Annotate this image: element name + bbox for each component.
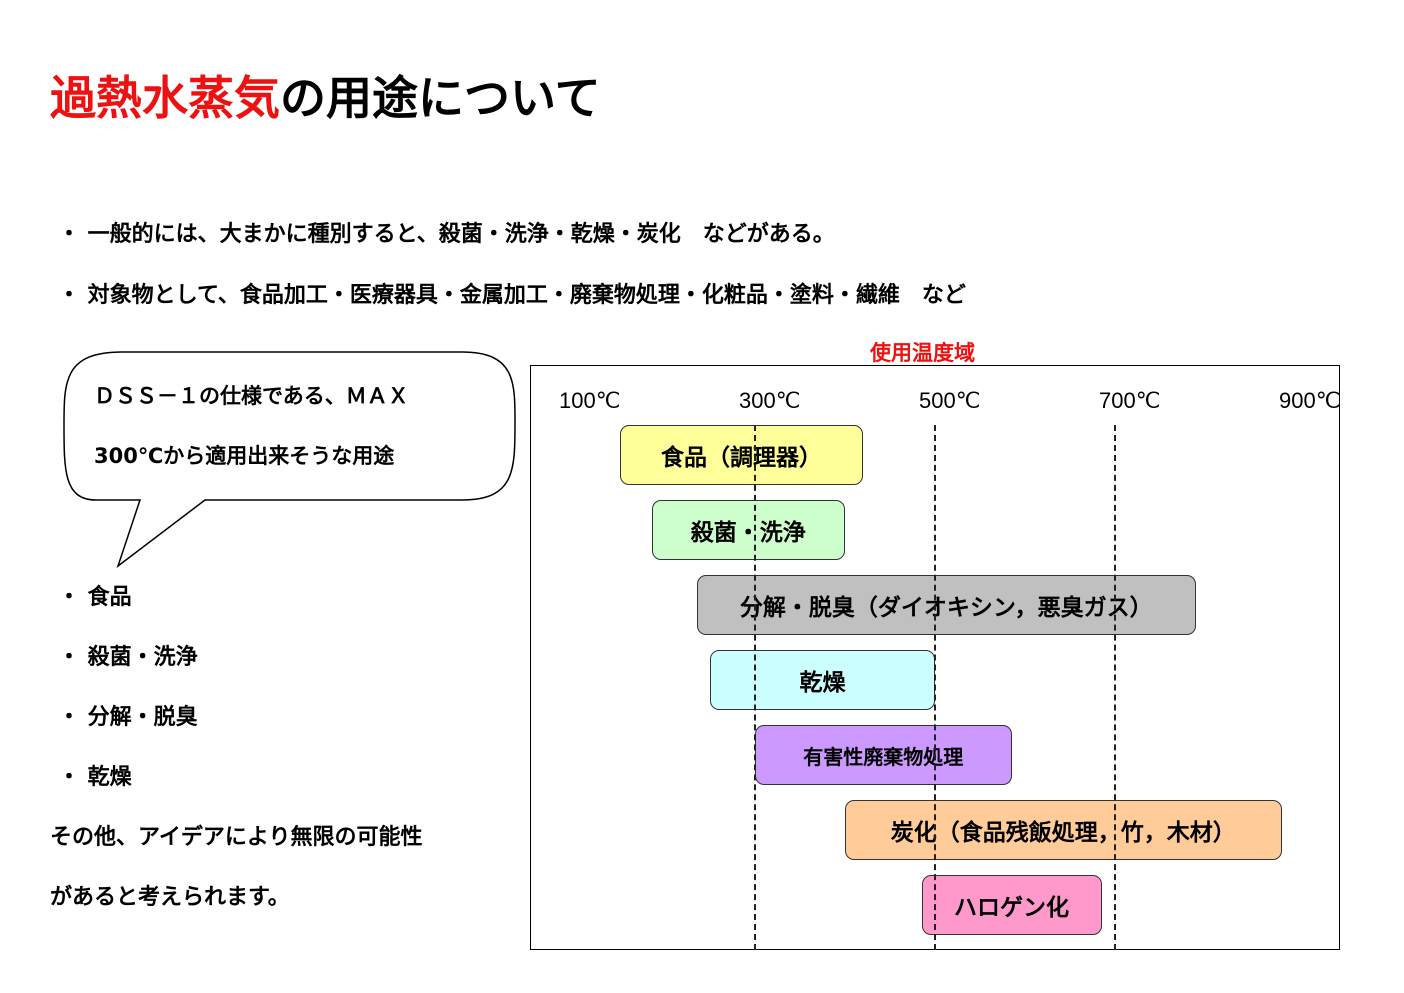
temperature-range-bar: 食品（調理器） bbox=[620, 425, 863, 485]
temperature-range-bar: 殺菌・洗浄 bbox=[651, 500, 845, 560]
temperature-range-bar: 分解・脱臭（ダイオキシン，悪臭ガス） bbox=[696, 575, 1196, 635]
bubble-line: ＤＳＳ－１の仕様である、ＭＡＸ bbox=[94, 384, 409, 408]
temperature-range-bar: 有害性廃棄物処理 bbox=[755, 725, 1012, 785]
temperature-range-bar: 乾燥 bbox=[710, 650, 935, 710]
bar-label: ハロゲン化 bbox=[954, 895, 1069, 921]
reference-line bbox=[754, 425, 756, 950]
axis-tick-label: 300℃ bbox=[739, 388, 801, 413]
title-accent: 過熱水蒸気 bbox=[50, 71, 280, 125]
intro-line: ・ 対象物として、食品加工・医療器具・金属加工・廃棄物処理・化粧品・塗料・繊維 … bbox=[58, 283, 966, 308]
use-item: ・ 乾燥 bbox=[58, 765, 132, 790]
temperature-range-bar: ハロゲン化 bbox=[921, 875, 1102, 935]
title-rest: の用途について bbox=[280, 71, 601, 125]
bar-label: 食品（調理器） bbox=[661, 445, 822, 471]
chart-title: 使用温度域 bbox=[870, 341, 975, 365]
reference-line bbox=[934, 425, 936, 950]
axis-tick-label: 900℃ bbox=[1279, 388, 1341, 413]
axis-tick-label: 500℃ bbox=[919, 388, 981, 413]
closing-line: があると考えられます。 bbox=[50, 885, 290, 910]
speech-bubble-shape bbox=[63, 351, 516, 569]
closing-line: その他、アイデアにより無限の可能性 bbox=[50, 825, 423, 850]
reference-line bbox=[1114, 425, 1116, 950]
bar-label: 殺菌・洗浄 bbox=[690, 520, 806, 546]
use-item: ・ 食品 bbox=[58, 585, 132, 610]
temperature-range-bar: 炭化（食品残飯処理，竹，木材） bbox=[845, 800, 1282, 860]
use-item: ・ 殺菌・洗浄 bbox=[58, 645, 198, 670]
axis-tick-label: 700℃ bbox=[1099, 388, 1161, 413]
bar-label: 有害性廃棄物処理 bbox=[803, 744, 964, 769]
bar-label: 炭化（食品残飯処理，竹，木材） bbox=[890, 820, 1236, 846]
bar-label: 乾燥 bbox=[799, 670, 846, 696]
page-title: 過熱水蒸気の用途について bbox=[50, 62, 601, 128]
use-item: ・ 分解・脱臭 bbox=[58, 705, 198, 730]
bubble-line: 300℃から適用出来そうな用途 bbox=[94, 444, 395, 468]
axis-tick-label: 100℃ bbox=[559, 388, 621, 413]
speech-bubble bbox=[63, 351, 516, 569]
intro-line: ・ 一般的には、大まかに種別すると、殺菌・洗浄・乾燥・炭化 などがある。 bbox=[58, 222, 835, 247]
bar-label: 分解・脱臭（ダイオキシン，悪臭ガス） bbox=[739, 595, 1153, 621]
